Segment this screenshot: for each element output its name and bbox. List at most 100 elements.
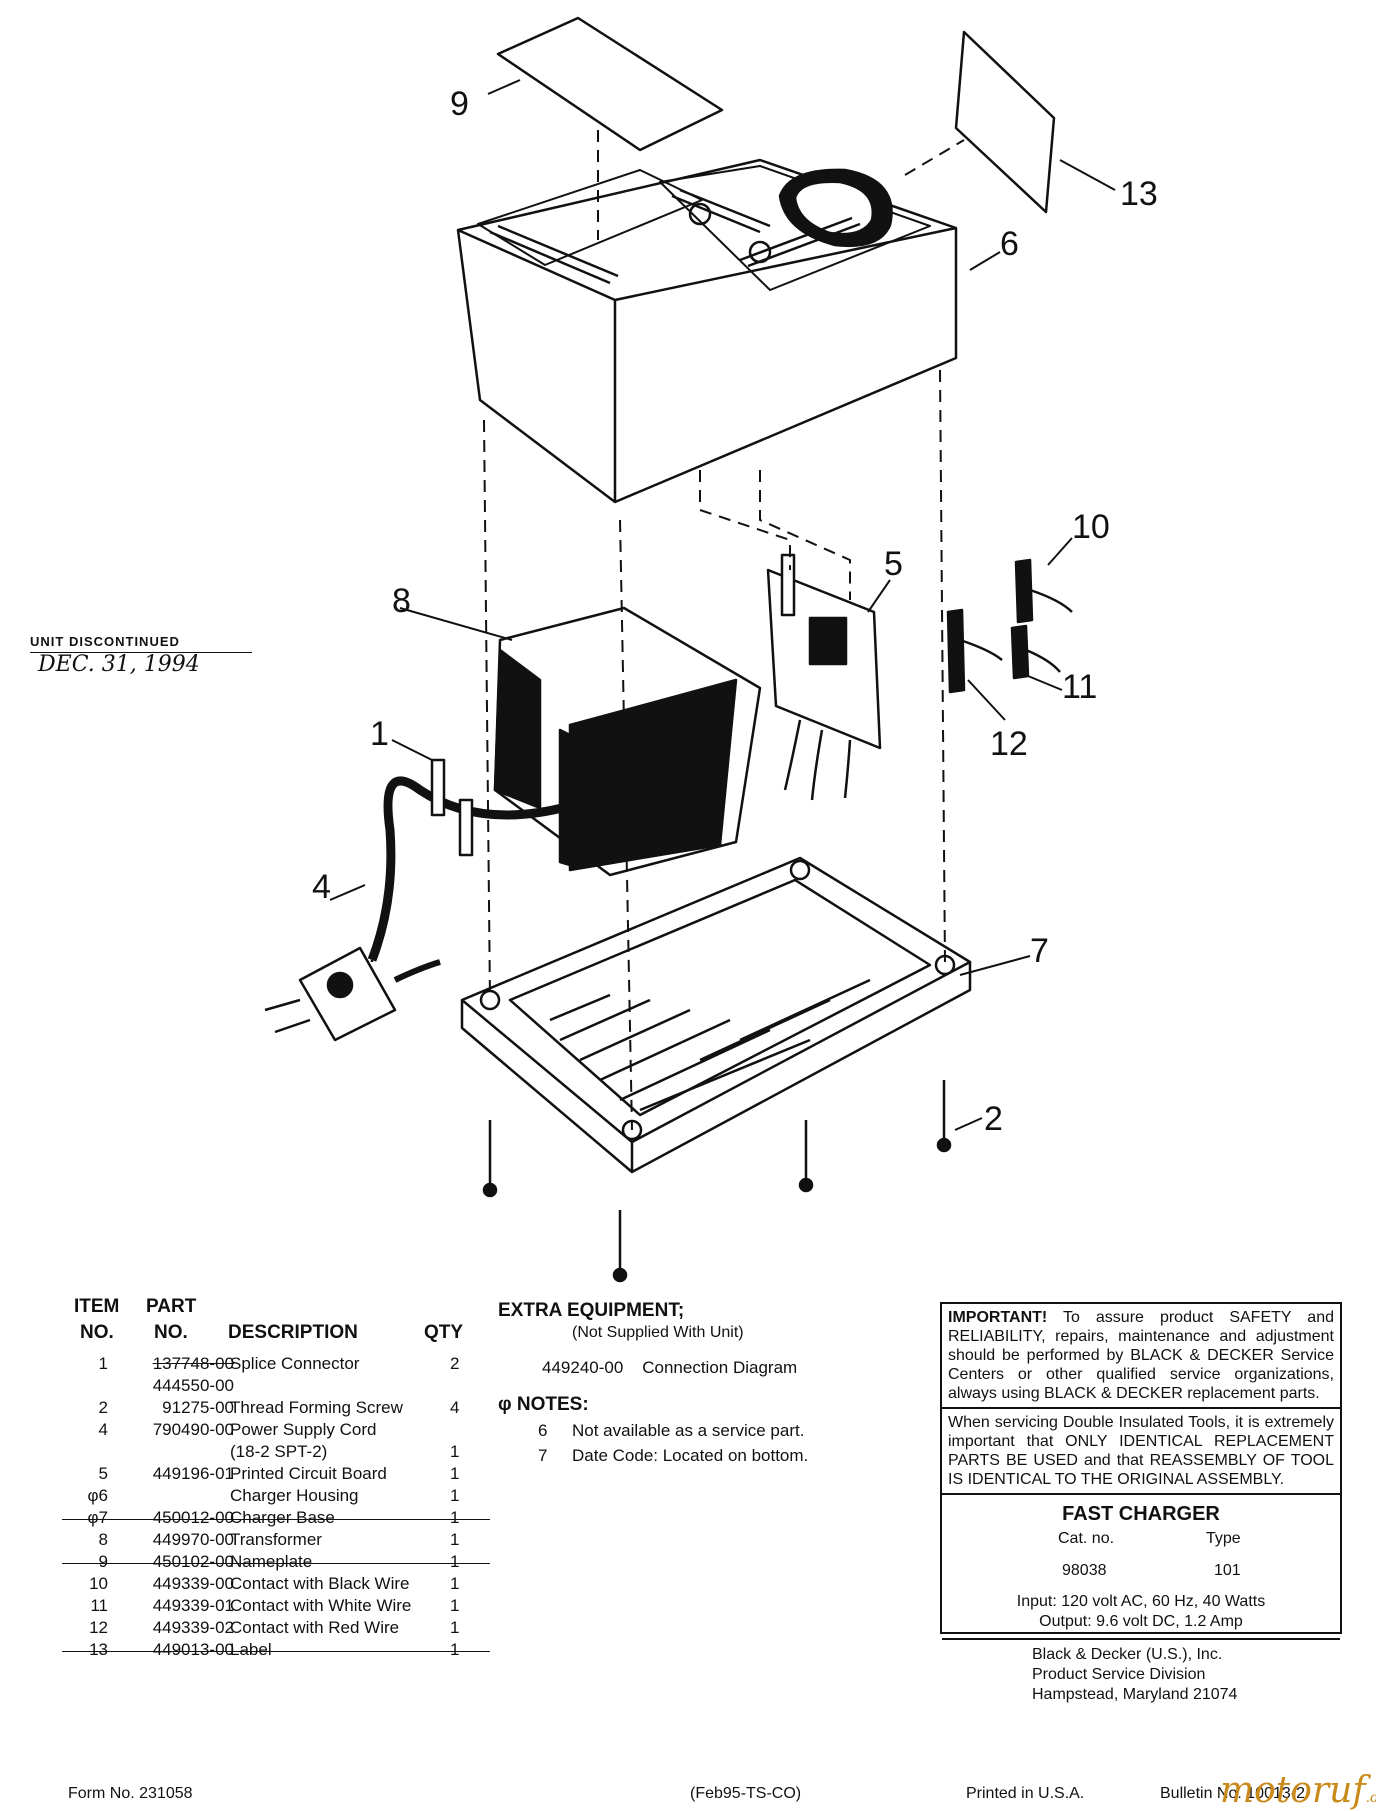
callout-8: 8 xyxy=(392,582,411,620)
strike-through-line xyxy=(62,1563,490,1564)
callout-2: 2 xyxy=(984,1100,1003,1138)
power-cord-part xyxy=(264,758,572,1042)
parts-cell-qty: 1 xyxy=(450,1442,460,1461)
parts-cell-desc: Thread Forming Screw xyxy=(230,1398,403,1417)
callout-1: 1 xyxy=(370,715,389,753)
parts-cell-qty: 1 xyxy=(450,1574,460,1593)
parts-cell-desc: Charger Housing xyxy=(230,1486,359,1505)
discontinued-label: UNIT DISCONTINUED xyxy=(30,634,180,649)
parts-cell-qty: 4 xyxy=(450,1398,460,1417)
parts-table-header-bottom: NO. NO. DESCRIPTION QTY xyxy=(62,1322,482,1348)
form-number: Form No. 231058 xyxy=(68,1785,193,1802)
header-item: ITEM xyxy=(74,1296,120,1317)
parts-cell-desc: Printed Circuit Board xyxy=(230,1464,387,1483)
parts-cell-qty: 2 xyxy=(450,1354,460,1373)
parts-cell-no: φ6 xyxy=(87,1486,108,1505)
parts-cell-part: 137748-00 xyxy=(152,1354,234,1373)
parts-cell-part: 449970-00 xyxy=(152,1530,234,1549)
parts-row: φ6 Charger Housing 1 xyxy=(62,1486,482,1508)
callout-4: 4 xyxy=(312,868,331,906)
parts-cell-desc: Contact with White Wire xyxy=(230,1596,412,1615)
strike-through-line xyxy=(62,1651,490,1652)
parts-cell-qty: 1 xyxy=(450,1486,460,1505)
power-specs: Input: 120 volt AC, 60 Hz, 40 Watts Outp… xyxy=(942,1592,1340,1632)
charger-base-part xyxy=(460,856,972,1174)
callout-6: 6 xyxy=(1000,225,1019,263)
revision-code: (Feb95-TS-CO) xyxy=(690,1785,802,1802)
notes-title: φ NOTES: xyxy=(498,1394,589,1415)
parts-table: ITEM PART NO. NO. DESCRIPTION QTY 1 13774… xyxy=(62,1296,490,1662)
parts-cell-desc: Transformer xyxy=(230,1530,322,1549)
callout-10: 10 xyxy=(1072,508,1110,546)
parts-row: 444550-00 xyxy=(62,1376,482,1398)
parts-cell-qty: 1 xyxy=(450,1640,460,1659)
parts-cell-part: 790490-00 xyxy=(152,1420,234,1439)
parts-cell-part: 91275-00 xyxy=(162,1398,234,1417)
parts-cell-no: 4 xyxy=(98,1420,108,1439)
nameplate-part xyxy=(496,16,724,152)
parts-cell-desc: Power Supply Cord xyxy=(230,1420,377,1439)
parts-table-header-top: ITEM PART xyxy=(62,1296,482,1322)
parts-cell-no: 1 xyxy=(98,1354,108,1373)
bulletin-number: Bulletin No. 10013-2 xyxy=(1160,1785,1305,1802)
parts-cell-part: 449339-02 xyxy=(152,1618,234,1637)
parts-cell-qty: 1 xyxy=(450,1508,460,1527)
circuit-board-part xyxy=(766,553,882,801)
extra-subtitle: (Not Supplied With Unit) xyxy=(572,1324,744,1341)
parts-cell-desc: Charger Base xyxy=(230,1508,335,1527)
printed-in: Printed in U.S.A. xyxy=(966,1785,1085,1802)
parts-cell-part: 450012-00 xyxy=(152,1508,234,1527)
parts-cell-part: 449013-00 xyxy=(152,1640,234,1659)
extra-part-no: 449240-00 xyxy=(542,1358,624,1377)
parts-cell-desc: Contact with Black Wire xyxy=(230,1574,410,1593)
parts-cell-no: 11 xyxy=(90,1596,108,1615)
header-part: PART xyxy=(146,1296,197,1317)
callout-12: 12 xyxy=(990,725,1028,763)
catalog-grid: Cat. no. Type 98038 101 xyxy=(942,1530,1340,1586)
parts-cell-no: φ7 xyxy=(87,1508,108,1527)
header-no-2: NO. xyxy=(154,1322,188,1343)
parts-cell-desc: Contact with Red Wire xyxy=(230,1618,400,1637)
parts-cell-qty: 1 xyxy=(450,1464,460,1483)
charger-housing-part xyxy=(456,158,958,504)
header-qty: QTY xyxy=(424,1322,464,1343)
output-spec: Output: 9.6 volt DC, 1.2 Amp xyxy=(1039,1613,1243,1630)
cat-value: 98038 xyxy=(1062,1562,1107,1579)
product-info-box: IMPORTANT! To assure product SAFETY and … xyxy=(940,1302,1342,1703)
product-title: FAST CHARGER xyxy=(1062,1503,1220,1525)
callout-11: 11 xyxy=(1062,668,1097,706)
parts-cell-desc: (18-2 SPT-2) xyxy=(230,1442,328,1461)
parts-cell-part: 450102-00 xyxy=(152,1552,234,1571)
parts-cell-no: 10 xyxy=(89,1574,108,1593)
parts-cell-desc: Splice Connector xyxy=(230,1354,360,1373)
parts-cell-no: 13 xyxy=(89,1640,108,1659)
parts-cell-no: 5 xyxy=(98,1464,108,1483)
header-no-1: NO. xyxy=(80,1322,114,1343)
parts-cell-qty: 1 xyxy=(450,1596,460,1615)
input-spec: Input: 120 volt AC, 60 Hz, 40 Watts xyxy=(1016,1593,1266,1610)
callout-13: 13 xyxy=(1120,175,1158,213)
cat-label: Cat. no. xyxy=(1058,1530,1115,1547)
parts-cell-qty: 1 xyxy=(450,1530,460,1549)
screws-part xyxy=(482,1080,952,1283)
parts-cell-no: 9 xyxy=(98,1552,108,1571)
watermark-logo: motoruf.de xyxy=(1220,1770,1376,1811)
callout-5: 5 xyxy=(884,545,903,583)
parts-cell-no: 12 xyxy=(89,1618,108,1637)
extra-item: 449240-00 Connection Diagram xyxy=(542,1358,858,1378)
parts-cell-no: 8 xyxy=(98,1530,108,1549)
strike-through-line xyxy=(62,1519,490,1520)
parts-row: (18-2 SPT-2) 1 xyxy=(62,1442,482,1464)
parts-cell-part: 444550-00 xyxy=(152,1376,234,1395)
callout-7: 7 xyxy=(1030,932,1049,970)
